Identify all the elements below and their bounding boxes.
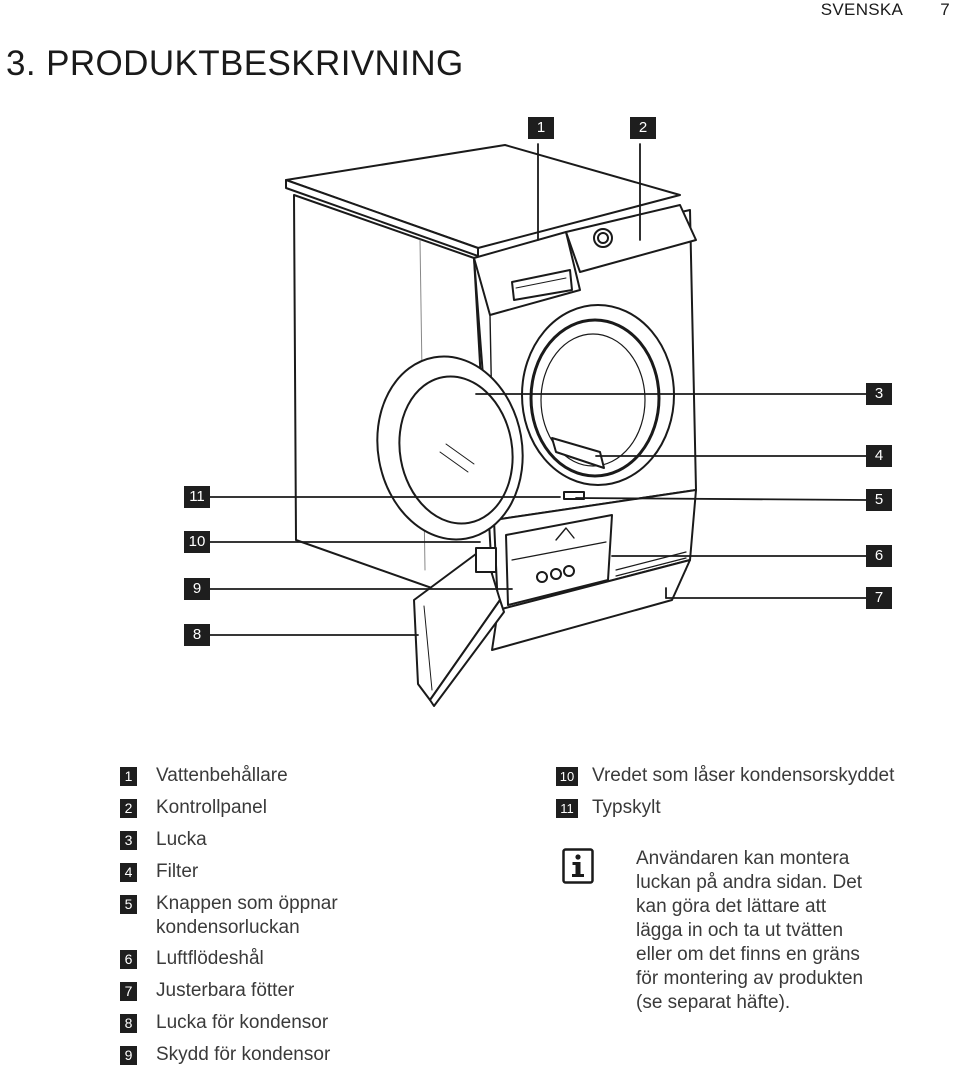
info-icon <box>562 848 594 884</box>
legend-item: 9 Skydd för kondensor <box>120 1043 540 1075</box>
legend-number: 9 <box>120 1046 137 1065</box>
callout-1: 1 <box>528 117 554 139</box>
legend-item: 3 Lucka <box>120 828 540 860</box>
callout-7: 7 <box>866 587 892 609</box>
condenser-compartment <box>505 514 613 606</box>
leader-lines <box>209 143 867 636</box>
legend-label: Kontrollpanel <box>156 797 267 818</box>
legend-item: 10 Vredet som låser kondensorskyddet <box>556 764 956 796</box>
legend-label: Lucka <box>156 829 207 850</box>
section-title: 3. PRODUKTBESKRIVNING <box>6 44 464 83</box>
legend-number: 7 <box>120 982 137 1001</box>
legend-label: Knappen som öppnar kondensorluckan <box>156 893 338 938</box>
page-header: SVENSKA 7 <box>821 0 950 20</box>
callout-9: 9 <box>184 578 210 600</box>
legend-label: Lucka för kondensor <box>156 1012 329 1033</box>
legend-item: 5 Knappen som öppnar kondensorluckan <box>120 892 540 947</box>
lock-lever <box>475 547 497 573</box>
legend-item: 4 Filter <box>120 860 540 892</box>
legend-number: 10 <box>556 767 578 786</box>
dryer-diagram: 1 2 3 4 5 6 7 8 9 10 11 <box>0 100 960 740</box>
language-label: SVENSKA <box>820 0 904 19</box>
legend-number: 8 <box>120 1014 137 1033</box>
legend-label: Typskylt <box>592 797 661 818</box>
legend-item: 2 Kontrollpanel <box>120 796 540 828</box>
legend-item: 7 Justerbara fötter <box>120 979 540 1011</box>
callout-10: 10 <box>184 531 210 553</box>
page-number: 7 <box>940 0 950 19</box>
legend-right: 10 Vredet som låser kondensorskyddet 11 … <box>556 764 956 828</box>
callout-2: 2 <box>630 117 656 139</box>
callout-6: 6 <box>866 545 892 567</box>
legend-number: 6 <box>120 950 137 969</box>
legend-label: Filter <box>156 861 199 882</box>
legend-number: 11 <box>556 799 578 818</box>
legend-label: Vredet som låser kondensorskyddet <box>592 765 895 786</box>
legend-number: 3 <box>120 831 137 850</box>
callout-11: 11 <box>184 486 210 508</box>
callout-3: 3 <box>866 383 892 405</box>
legend-left: 1 Vattenbehållare 2 Kontrollpanel 3 Luck… <box>120 764 540 1075</box>
info-note-text: Användaren kan montera luckan på andra s… <box>636 848 864 1013</box>
legend-label: Luftflödeshål <box>156 948 264 969</box>
legend-number: 4 <box>120 863 137 882</box>
callout-8: 8 <box>184 624 210 646</box>
legend-number: 5 <box>120 895 137 914</box>
legend-number: 1 <box>120 767 137 786</box>
legend-number: 2 <box>120 799 137 818</box>
program-knob <box>593 228 613 248</box>
legend-item: 1 Vattenbehållare <box>120 764 540 796</box>
legend-label: Justerbara fötter <box>156 980 295 1001</box>
water-container-handle <box>511 269 573 301</box>
legend-item: 8 Lucka för kondensor <box>120 1011 540 1043</box>
condenser-button <box>563 491 585 500</box>
callout-5: 5 <box>866 489 892 511</box>
legend-label: Vattenbehållare <box>156 765 288 786</box>
legend-item: 11 Typskylt <box>556 796 956 828</box>
legend-item: 6 Luftflödeshål <box>120 947 540 979</box>
dryer-illustration <box>209 143 867 707</box>
callout-4: 4 <box>866 445 892 467</box>
legend-label: Skydd för kondensor <box>156 1044 331 1065</box>
filter <box>551 437 605 469</box>
